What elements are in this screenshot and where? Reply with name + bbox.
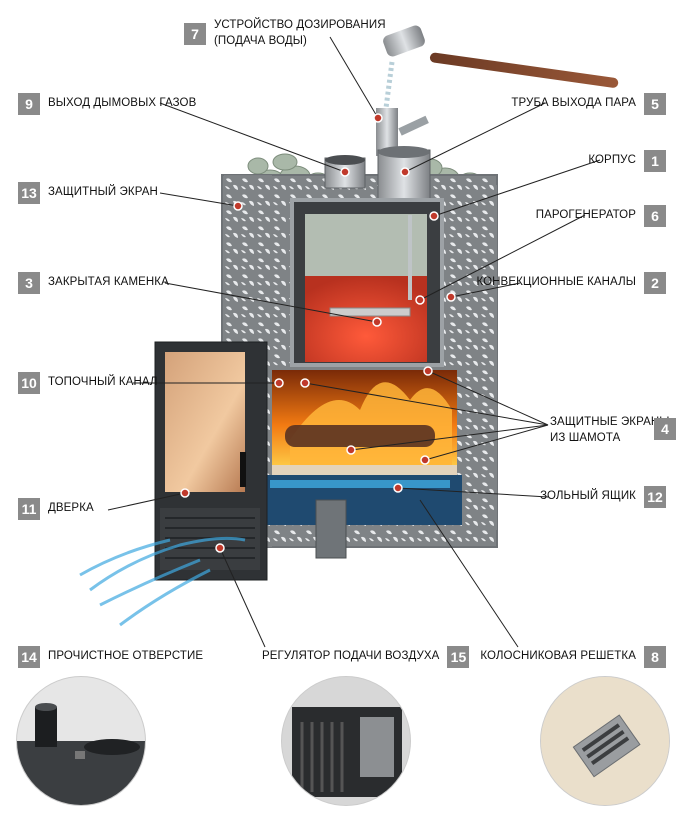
callout-number: 10 bbox=[18, 372, 40, 394]
callout-number: 3 bbox=[18, 272, 40, 294]
callout-number: 14 bbox=[18, 646, 40, 668]
ash-area bbox=[262, 475, 462, 559]
heater-chamber bbox=[290, 198, 444, 367]
callout-number: 6 bbox=[644, 205, 666, 227]
callout-closed-heater: 3 ЗАКРЫТАЯ КАМЕНКА bbox=[18, 272, 169, 294]
callout-label: ПРОЧИСТНОЕ ОТВЕРСТИЕ bbox=[48, 650, 204, 663]
callout-number: 2 bbox=[644, 272, 666, 294]
callout-label: РЕГУЛЯТОР ПОДАЧИ ВОЗДУХА bbox=[262, 650, 440, 663]
callout-label: ТРУБА ВЫХОДА ПАРА bbox=[511, 97, 636, 110]
callout-flue: 9 ВЫХОД ДЫМОВЫХ ГАЗОВ bbox=[18, 93, 196, 115]
callout-body: 1 КОРПУС bbox=[588, 150, 666, 172]
callout-number: 4 bbox=[654, 418, 676, 440]
callout-convection: 2 КОНВЕКЦИОННЫЕ КАНАЛЫ bbox=[476, 272, 666, 294]
air-flow bbox=[79, 536, 246, 627]
callout-number: 12 bbox=[644, 486, 666, 508]
callout-label: ЗАЩИТНЫЙ ЭКРАН bbox=[48, 186, 158, 199]
callout-label: ДВЕРКА bbox=[48, 502, 94, 515]
callout-chamotte: ЗАЩИТНЫЕ ЭКРАНЫ ИЗ ШАМОТА 4 bbox=[550, 415, 676, 446]
callout-label: КОЛОСНИКОВАЯ РЕШЕТКА bbox=[480, 650, 636, 663]
callout-label: ВЫХОД ДЫМОВЫХ ГАЗОВ bbox=[48, 97, 197, 110]
callout-grate: 8 КОЛОСНИКОВАЯ РЕШЕТКА bbox=[480, 646, 666, 668]
callout-number: 1 bbox=[644, 150, 666, 172]
callout-number: 15 bbox=[447, 646, 470, 668]
callout-label: ТОПОЧНЫЙ КАНАЛ bbox=[48, 376, 158, 389]
callout-label: КОНВЕКЦИОННЫЕ КАНАЛЫ bbox=[476, 276, 636, 289]
callout-label: ЗОЛЬНЫЙ ЯЩИК bbox=[540, 490, 636, 503]
dosing-device-illustration bbox=[376, 25, 619, 156]
callout-label: КОРПУС bbox=[588, 154, 636, 167]
callout-number: 7 bbox=[184, 22, 206, 45]
grate-detail-image bbox=[540, 676, 670, 806]
callout-ash-box: 12 ЗОЛЬНЫЙ ЯЩИК bbox=[540, 486, 666, 508]
leader-lines bbox=[107, 36, 601, 648]
callout-number: 11 bbox=[18, 498, 40, 520]
air-regulator-detail-image bbox=[281, 676, 411, 806]
callout-door: 11 ДВЕРКА bbox=[18, 498, 94, 520]
callout-dosing-device: 7 УСТРОЙСТВО ДОЗИРОВАНИЯ (ПОДАЧА ВОДЫ) bbox=[184, 18, 386, 49]
callout-label: УСТРОЙСТВО ДОЗИРОВАНИЯ (ПОДАЧА ВОДЫ) bbox=[214, 19, 386, 47]
callout-label: ЗАКРЫТАЯ КАМЕНКА bbox=[48, 276, 169, 289]
callout-shield: 13 ЗАЩИТНЫЙ ЭКРАН bbox=[18, 182, 158, 204]
callout-air-regulator: 15 РЕГУЛЯТОР ПОДАЧИ ВОЗДУХА bbox=[262, 646, 470, 668]
callout-number: 5 bbox=[644, 93, 666, 115]
callout-label: ПАРОГЕНЕРАТОР bbox=[535, 209, 636, 222]
callout-cleanout: 14 ПРОЧИСТНОЕ ОТВЕРСТИЕ bbox=[18, 646, 203, 668]
callout-steam-pipe: 5 ТРУБА ВЫХОДА ПАРА bbox=[511, 93, 666, 115]
marker-dots bbox=[180, 113, 456, 553]
callout-number: 9 bbox=[18, 93, 40, 115]
callout-steam-generator: 6 ПАРОГЕНЕРАТОР bbox=[536, 205, 666, 227]
callout-label: ЗАЩИТНЫЕ ЭКРАНЫ ИЗ ШАМОТА bbox=[550, 416, 670, 444]
callout-number: 13 bbox=[18, 182, 40, 204]
cleanout-detail-image bbox=[16, 676, 146, 806]
callout-firebox-channel: 10 ТОПОЧНЫЙ КАНАЛ bbox=[18, 372, 158, 394]
callout-number: 8 bbox=[644, 646, 666, 668]
door-illustration bbox=[154, 341, 268, 581]
